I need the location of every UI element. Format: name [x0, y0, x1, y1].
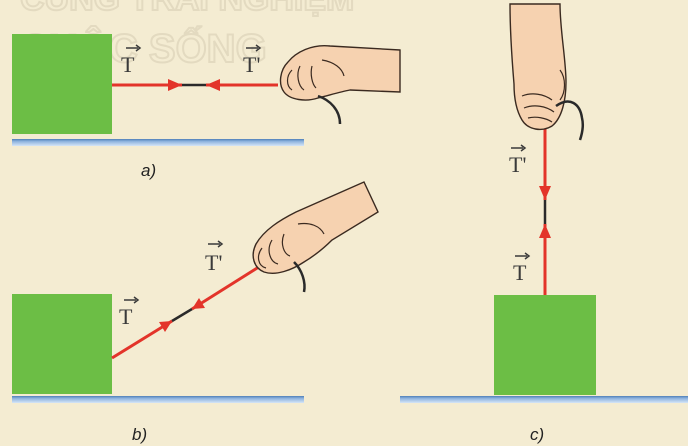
panel-c-hand-icon — [510, 4, 583, 140]
panel-b-hand-icon — [253, 182, 378, 292]
panel-b-block — [12, 294, 112, 394]
panel-b-rope-right — [192, 265, 262, 309]
panel-c-block — [494, 295, 596, 395]
panel-a-force-t-prime-text: T' — [243, 52, 260, 77]
panel-c-force-t-prime-text: T' — [509, 152, 526, 177]
panel-c-force-t-text: T — [513, 260, 527, 285]
panel-a-hand-icon — [281, 46, 400, 124]
panel-c-surface — [400, 396, 688, 403]
panel-c-label: c) — [530, 425, 544, 444]
panel-b-label: b) — [132, 425, 147, 444]
panel-c-label-t: T — [513, 253, 529, 285]
panel-a-arrow-t — [168, 79, 182, 91]
panel-b-label-t: T — [119, 297, 138, 329]
panel-a-arrow-t-prime — [206, 79, 220, 91]
panel-b-surface — [12, 396, 304, 403]
panel-b-force-t-text: T — [119, 304, 133, 329]
panel-a-label: a) — [141, 161, 156, 180]
panel-a-force-t-text: T — [121, 52, 135, 77]
panel-b-label-t-prime: T' — [205, 241, 222, 275]
panel-a-block — [12, 34, 112, 134]
panel-c-label-t-prime: T' — [509, 145, 526, 177]
panel-c-arrow-t — [539, 224, 551, 238]
panel-b-rope-middle — [172, 309, 192, 321]
panel-b: T T' b) — [12, 182, 378, 444]
panel-c-arrow-t-prime — [539, 186, 551, 200]
panel-c: T' T c) — [400, 4, 688, 444]
panel-b-force-t-prime-text: T' — [205, 250, 222, 275]
watermark-top-text: CÙNG TRẢI NGHIỆM — [20, 0, 354, 18]
panel-a-surface — [12, 139, 304, 146]
